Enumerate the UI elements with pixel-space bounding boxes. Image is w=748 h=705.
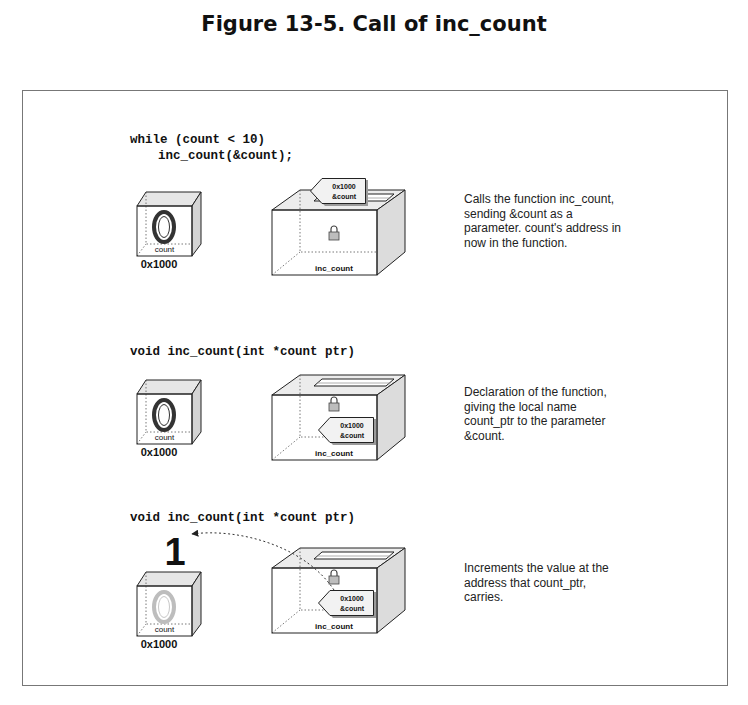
tag-body bbox=[311, 179, 366, 204]
tag-text: &count bbox=[332, 192, 356, 201]
tag-text: 0x1000 bbox=[340, 421, 363, 430]
figure-title: Figure 13-5. Call of inc_count bbox=[0, 12, 748, 36]
value-ring bbox=[154, 400, 174, 430]
tag-outline bbox=[318, 590, 374, 616]
memory-box: 1 count 0x1000 bbox=[127, 534, 202, 654]
address-tag: 0x1000&count bbox=[310, 178, 366, 204]
code-line: while (count < 10) bbox=[130, 133, 265, 148]
tag-outline bbox=[318, 417, 374, 443]
value-ring bbox=[154, 592, 174, 622]
box-label: count bbox=[155, 625, 175, 634]
address-label: 0x1000 bbox=[141, 638, 178, 651]
address-label: 0x1000 bbox=[141, 446, 178, 459]
lock-icon bbox=[329, 397, 339, 411]
value-digit: 1 bbox=[164, 534, 185, 570]
box-label: count bbox=[155, 433, 175, 442]
address-label: 0x1000 bbox=[141, 258, 178, 271]
tag-text: 0x1000 bbox=[340, 594, 363, 603]
box-label: inc_count bbox=[315, 622, 353, 631]
memory-box-drawing bbox=[137, 192, 201, 256]
memory-box-drawing bbox=[137, 572, 201, 636]
function-box-drawing bbox=[272, 375, 405, 460]
figure-frame bbox=[23, 91, 728, 686]
tag-text: &count bbox=[340, 604, 364, 613]
function-box-drawing bbox=[272, 548, 405, 633]
memory-box-drawing bbox=[137, 380, 201, 444]
tag-body bbox=[319, 418, 374, 443]
box-label: count bbox=[155, 245, 175, 254]
description-text: Calls the function inc_count, sending &c… bbox=[464, 192, 624, 250]
dereference-arrow bbox=[192, 533, 334, 590]
tag-text: 0x1000 bbox=[332, 182, 355, 191]
memory-box: count 0x1000 bbox=[127, 192, 202, 274]
code-line: void inc_count(int *count ptr) bbox=[130, 511, 355, 526]
lock-icon bbox=[329, 226, 339, 240]
lock-icon bbox=[329, 570, 339, 584]
code-line: void inc_count(int *count ptr) bbox=[130, 345, 355, 360]
box-label: inc_count bbox=[315, 264, 353, 273]
memory-box: count 0x1000 bbox=[127, 380, 202, 462]
box-label: inc_count bbox=[315, 449, 353, 458]
tag-outline bbox=[310, 178, 366, 204]
value-ring bbox=[154, 212, 174, 242]
tag-body bbox=[319, 591, 374, 616]
description-text: Declaration of the function, giving the … bbox=[464, 385, 624, 443]
function-box: inc_count 0x1000&count bbox=[272, 375, 407, 460]
description-text: Increments the value at the address that… bbox=[464, 561, 624, 605]
address-tag: 0x1000&count bbox=[318, 417, 374, 443]
tag-text: &count bbox=[340, 431, 364, 440]
code-line: inc_count(&count); bbox=[158, 149, 293, 164]
function-box: inc_count 0x1000&count bbox=[272, 548, 407, 633]
address-tag: 0x1000&count bbox=[318, 590, 374, 616]
